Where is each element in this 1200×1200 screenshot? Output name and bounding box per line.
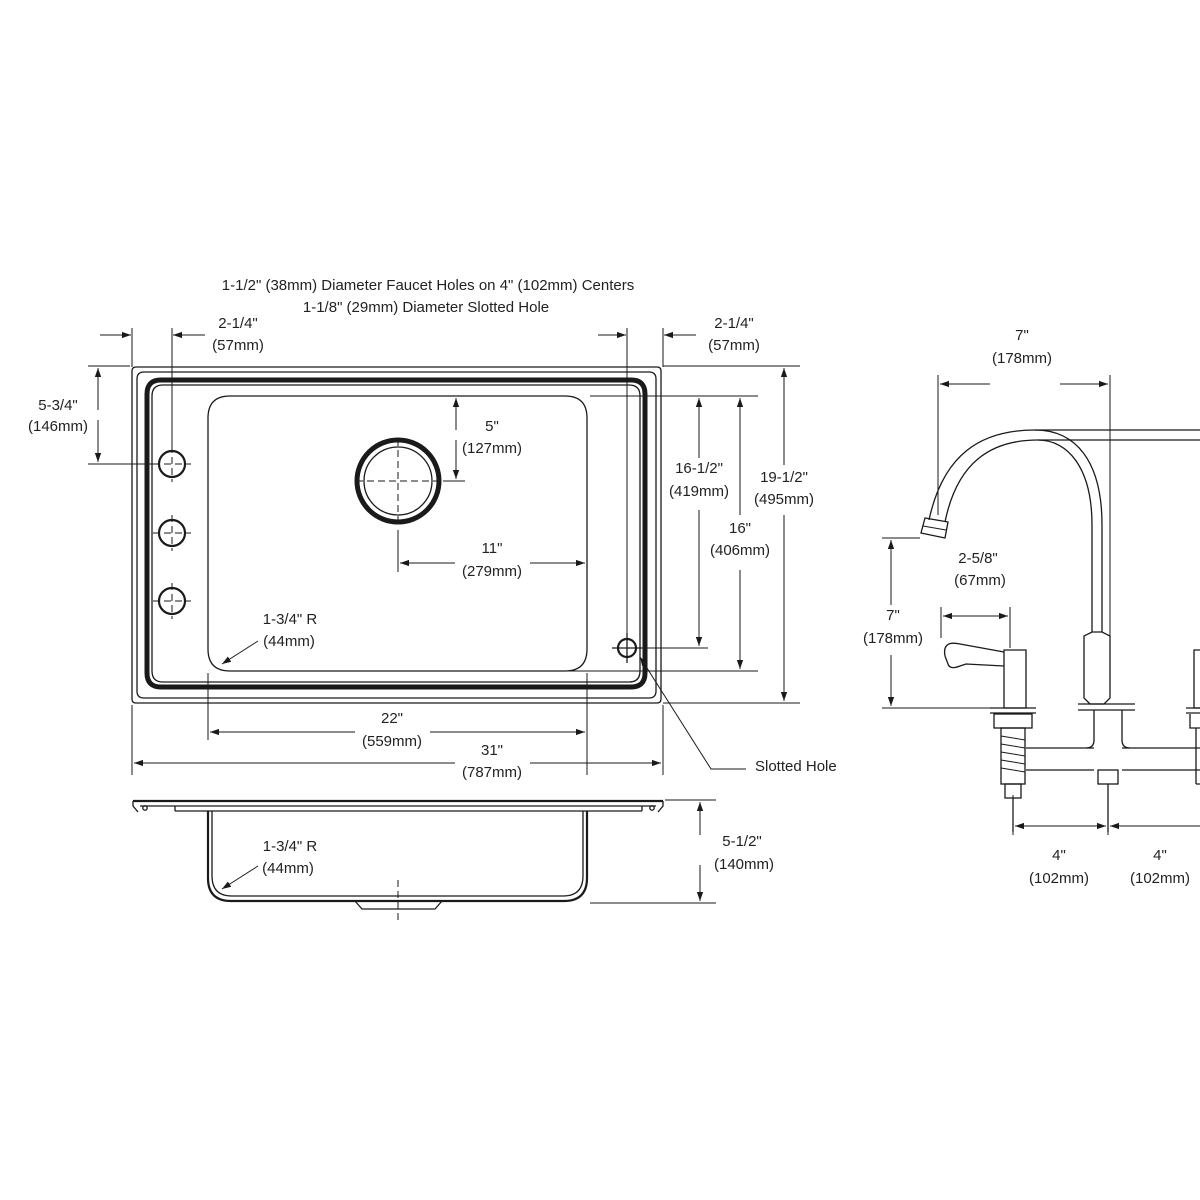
center-outlet [1097,769,1119,785]
dim-spout-reach-mm: (178mm) [992,350,1052,367]
cross-pipe-right [1122,747,1200,771]
dim-depth-in: 5-1/2" [722,833,762,850]
dim-spout-height-mm: (178mm) [863,630,923,647]
sink-plan-view [131,366,662,704]
dim-section-radius-mm: (44mm) [262,860,314,877]
dim-overall-width-mm: (495mm) [754,491,814,508]
spout-aerator [920,517,949,539]
dim-center-left-mm: (102mm) [1029,870,1089,887]
dim-top-to-hole-in: 5-3/4" [38,397,78,414]
dim-top-to-drain-in: 5" [485,418,499,435]
dim-top-to-drain-mm: (127mm) [462,440,522,457]
dim-overall-length-in: 31" [481,742,503,759]
left-valve-body [1003,649,1027,709]
faucet-holes [153,446,191,619]
dim-bowl-length-mm: (559mm) [362,733,422,750]
dim-overall-width-in: 19-1/2" [760,469,808,486]
dim-bowl-width-mm: (406mm) [710,542,770,559]
dim-spout-height-in: 7" [886,607,900,624]
dim-outer-bowl-width-mm: (419mm) [669,483,729,500]
dim-section-radius-in: 1-3/4" R [263,838,318,855]
dim-top-to-hole-mm: (146mm) [28,418,88,435]
dim-center-left-in: 4" [1052,847,1066,864]
slotted-hole-note: 1-1/8" (29mm) Diameter Slotted Hole [303,299,549,316]
outer-rim [131,366,662,704]
faucet-elevation-view: 7" (178mm) 7" (178mm) 2-5/8" (67mm) 4" (… [863,327,1200,887]
top-notes: 1-1/2" (38mm) Diameter Faucet Holes on 4… [222,277,634,316]
dim-overall-length-mm: (787mm) [462,764,522,781]
dim-spout-reach-in: 7" [1015,327,1029,344]
dim-plan-radius-in: 1-3/4" R [263,611,318,628]
dim-bowl-width-in: 16" [729,520,751,537]
left-handle [943,642,1005,669]
dim-depth-mm: (140mm) [714,856,774,873]
section-bowl [206,811,589,903]
right-valve-body [1193,649,1200,709]
drain-inner [363,446,433,516]
spout-inner [944,439,1200,523]
slotted-hole-label: Slotted Hole [755,758,837,775]
sink-section-view: 1-3/4" R (44mm) 5-1/2" (140mm) [132,799,774,920]
dim-outer-bowl-width-in: 16-1/2" [675,460,723,477]
deck-ledge-inner [151,384,641,683]
dim-plan-radius-mm: (44mm) [263,633,315,650]
dim-handle-length-mm: (67mm) [954,572,1006,589]
dim-right-edge-to-slot-mm: (57mm) [708,337,760,354]
dim-right-edge-to-slot-in: 2-1/4" [714,315,754,332]
deck-ledge [144,377,648,690]
dim-bowl-length-in: 22" [381,710,403,727]
dim-center-right-mm: (102mm) [1130,870,1190,887]
rim-bevel [136,371,657,699]
faucet-holes-note: 1-1/2" (38mm) Diameter Faucet Holes on 4… [222,277,634,294]
dim-left-edge-to-hole-mm: (57mm) [212,337,264,354]
spout-body [1083,631,1111,705]
spout-outer [928,429,1200,521]
dim-drain-offset-mm: (279mm) [462,563,522,580]
cross-pipe-left [1026,747,1094,771]
dim-center-right-in: 4" [1153,847,1167,864]
dim-drain-offset-in: 11" [482,540,503,557]
drain [354,437,442,525]
dim-handle-length-in: 2-5/8" [958,550,998,567]
dim-left-edge-to-hole-in: 2-1/4" [218,315,258,332]
plan-dimensions: 2-1/4" (57mm) 2-1/4" (57mm) 5-3/4" (146m… [28,315,837,781]
